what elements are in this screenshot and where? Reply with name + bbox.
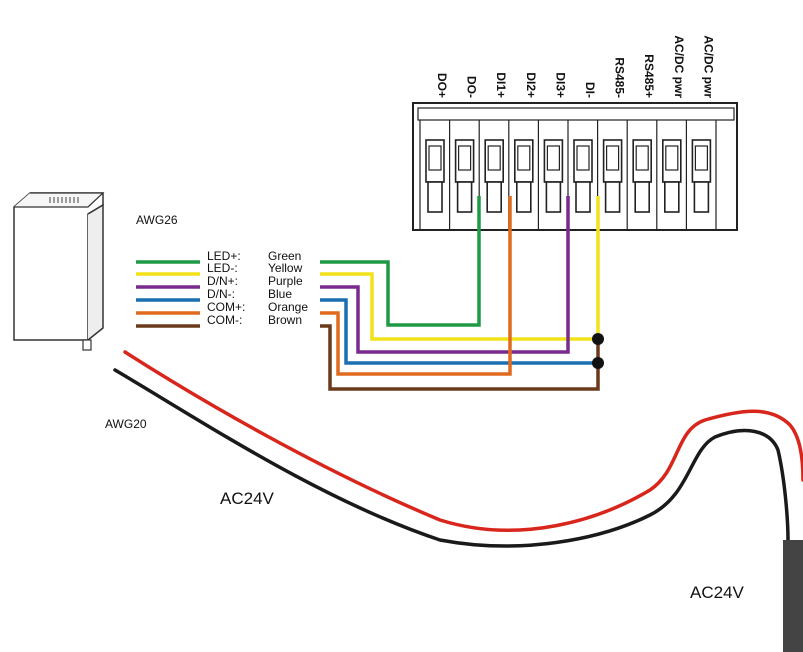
wire-pin-label: COM+: <box>207 300 245 314</box>
terminal-slot <box>626 120 653 230</box>
terminal-slot <box>685 120 712 230</box>
sensor-module <box>13 192 105 351</box>
wire-orange <box>136 196 512 376</box>
terminal-slot <box>449 120 475 230</box>
terminal-slot <box>508 120 534 230</box>
signal-wires <box>136 196 600 391</box>
power-adapter <box>783 540 803 652</box>
junction-dot <box>592 357 604 369</box>
awg26-label: AWG26 <box>136 213 178 227</box>
wire-color-label: Orange <box>268 300 308 314</box>
power-cable <box>113 350 803 548</box>
terminal-label: RS485+ <box>642 54 656 98</box>
terminal-label: AC/DC pwr <box>672 35 686 98</box>
terminal-label: DI- <box>583 82 597 98</box>
wire-pin-label: LED-: <box>207 261 238 275</box>
terminal-label: AC/DC pwr <box>701 35 715 98</box>
terminal-label: DI1+ <box>494 72 508 98</box>
wire-pin-label: D/N+: <box>207 274 238 288</box>
terminal-block <box>412 102 738 231</box>
ac24v-label-right: AC24V <box>690 583 745 602</box>
awg20-label: AWG20 <box>105 417 147 431</box>
terminal-slot <box>656 120 682 230</box>
terminal-label: RS485- <box>613 57 627 98</box>
wire-green <box>136 196 481 327</box>
wire-blue <box>136 298 598 365</box>
wire-color-label: Brown <box>268 313 302 327</box>
wire-brown <box>136 324 600 391</box>
wire-color-label: Blue <box>268 287 292 301</box>
wire-yellow <box>136 196 600 341</box>
terminal-slot <box>596 120 623 230</box>
wire-color-label: Green <box>268 249 301 263</box>
terminal-labels: DO+ DO- DI1+ DI2+ DI3+ DI- RS485- RS485+ AC/DC p… <box>435 35 715 98</box>
wire-pin-label: D/N-: <box>207 287 235 301</box>
wire-pin-label: LED+: <box>207 249 241 263</box>
terminal-label: DO- <box>465 76 479 98</box>
wire-color-label: Purple <box>268 274 303 288</box>
wire-color-label: Yellow <box>268 261 303 275</box>
terminal-slot <box>567 120 593 230</box>
junction-dot <box>592 333 604 345</box>
terminal-label: DI2+ <box>524 72 538 98</box>
ac24v-label-left: AC24V <box>220 489 275 508</box>
wire-pin-label: COM-: <box>207 313 242 327</box>
terminal-slot <box>537 120 564 230</box>
wire-purple <box>136 196 570 354</box>
terminal-label: DI3+ <box>553 72 567 98</box>
terminal-slot <box>419 120 445 230</box>
terminal-slot <box>478 120 505 230</box>
terminal-label: DO+ <box>435 73 449 98</box>
